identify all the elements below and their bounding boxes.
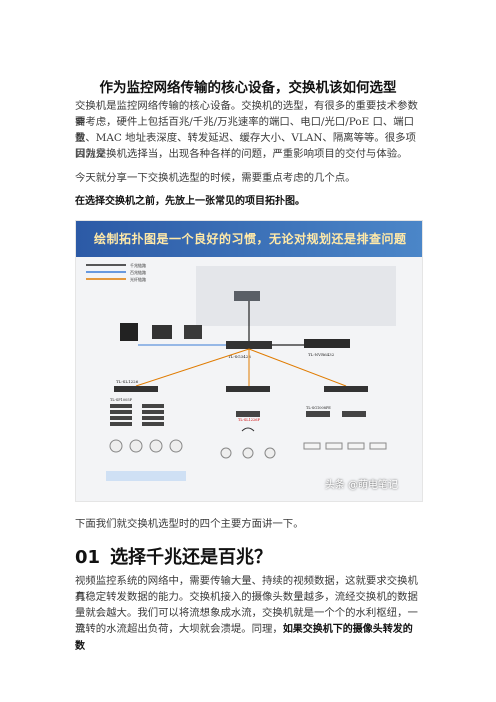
middle-switch	[236, 411, 260, 417]
topology-intro: 在选择交换机之前，先放上一张常见的项目拓扑图。	[75, 196, 305, 207]
section-title: 选择千兆还是百兆？	[110, 547, 273, 568]
document-title: 作为监控网络传输的核心设备，交换机该如何选型	[99, 80, 397, 96]
poe-switch	[142, 422, 164, 426]
nvr-device	[304, 339, 350, 348]
poe-switch	[110, 404, 132, 408]
section-line-text: 流转的水流超出负荷，大坝就会溃堤。同理，	[75, 623, 283, 635]
dome-camera	[129, 439, 143, 453]
poe-switch	[110, 422, 132, 426]
poe-switch	[110, 410, 132, 414]
section-line: 有稳定转发数据的能力。交换机接入的摄像头数量越多，流经交换机的数据	[75, 591, 418, 603]
bullet-camera	[369, 442, 387, 450]
access-switch-right	[324, 386, 368, 392]
section-heading: 01 选择千兆还是百兆？	[75, 543, 272, 569]
dome-camera	[109, 439, 123, 453]
intro-line: 要考虑，硬件上包括百兆/千兆/万兆速率的端口、电口/光口/PoE 口、端口数	[75, 116, 415, 144]
area-label-box	[106, 471, 186, 481]
router-device	[234, 291, 260, 301]
legend-label: 百兆链路	[130, 269, 146, 275]
poe-switch	[142, 416, 164, 420]
monitor-pc-3	[184, 325, 202, 339]
intro-line: 因为交换机选择当，出现各种各样的问题，严重影响项目的交付与体验。	[75, 148, 408, 160]
section-line-bold: 如果交换机下的摄像头转发的数	[75, 624, 413, 652]
intro-line: 交换机是监控网络传输的核心设备。交换机的选型，有很多的重要技术参数需	[75, 100, 418, 128]
dome-camera	[149, 439, 163, 453]
four-aspects-line: 下面我们就交换机选型时的四个主要方面讲一下。	[75, 518, 304, 530]
bullet-camera	[325, 442, 343, 450]
camera	[264, 447, 276, 459]
core-switch-label: TL-SG3428	[228, 354, 251, 359]
camera	[220, 447, 232, 459]
intro-line: 量、MAC 地址表深度、转发延迟、缓存大小、VLAN、隔离等等。很多项目就是	[75, 132, 416, 160]
bullet-camera	[303, 442, 321, 450]
access-switch-middle	[226, 386, 270, 392]
right-switch-label: TL-SG1008PE	[306, 406, 331, 410]
poe-switch	[142, 404, 164, 408]
figure-banner-text: 绘制拓扑图是一个良好的习惯，无论对规划还是排查问题	[94, 232, 407, 246]
section-number: 01	[75, 547, 101, 568]
poe-switch	[142, 410, 164, 414]
camera	[242, 447, 254, 459]
wifi-icon	[241, 427, 255, 432]
nvr-label: TL-NVR6432	[308, 352, 335, 357]
figure-watermark: 头条 @萌电笔记	[324, 480, 398, 491]
legend-label: 光纤链路	[130, 276, 146, 282]
core-switch	[226, 341, 272, 349]
figure-banner: 绘制拓扑图是一个良好的习惯，无论对规划还是排查问题	[76, 221, 422, 257]
access-switch-left	[114, 386, 158, 392]
background-building	[196, 266, 396, 326]
legend-label: 千兆链路	[130, 262, 146, 268]
monitor-pc-1	[120, 323, 138, 341]
right-switch	[342, 411, 366, 417]
poe-switch	[110, 416, 132, 420]
topology-figure: 绘制拓扑图是一个良好的习惯，无论对规划还是排查问题 千兆链路 百兆链路 光纤链路…	[75, 220, 423, 502]
right-switch	[306, 411, 330, 417]
section-line: 流转的水流超出负荷，大坝就会溃堤。同理，如果交换机下的摄像头转发的数	[75, 621, 421, 655]
poe-switch-label: TL-SF1005P	[110, 398, 133, 402]
section-line: 量就会越大。我们可以将流想象成水流，交换机就是一个个的水利枢纽，一旦	[75, 607, 418, 635]
monitor-pc-2	[152, 325, 172, 339]
dome-camera	[169, 439, 183, 453]
access-switch-label: TL-SL1226	[116, 379, 139, 384]
middle-switch-label: TL-SL1226P	[238, 418, 260, 422]
today-paragraph: 今天就分享一下交换机选型的时候，需要重点考虑的几个点。	[75, 172, 356, 184]
section-line: 视频监控系统的网络中，需要传输大量、持续的视频数据，这就要求交换机具	[75, 575, 418, 603]
bullet-camera	[347, 442, 365, 450]
topology-diagram: 千兆链路 百兆链路 光纤链路 TL-SG3428 TL-NVR6432	[86, 262, 396, 481]
